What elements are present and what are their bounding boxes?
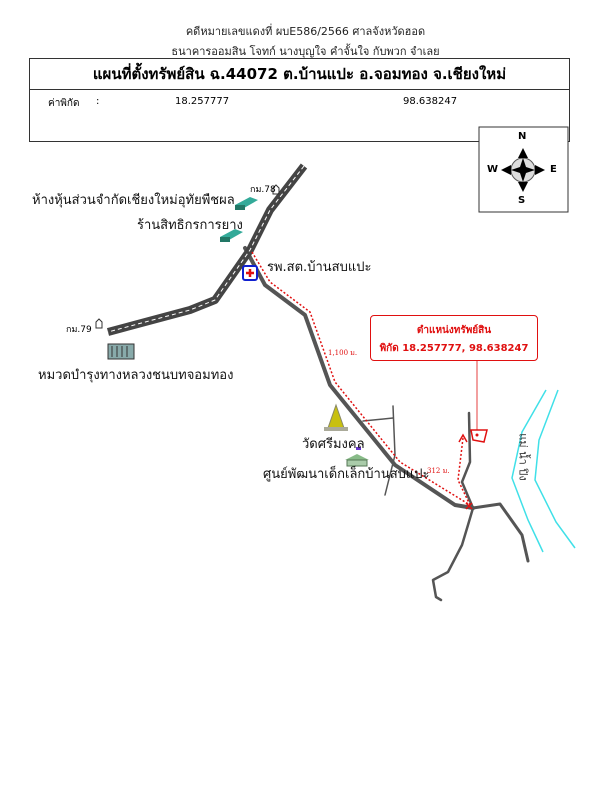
- hospital-icon: [242, 265, 258, 281]
- compass-s: S: [518, 195, 526, 206]
- local-roads: [243, 246, 530, 602]
- shop2-label: ร้านสิทธิกรการยาง: [137, 218, 243, 233]
- compass-e: E: [550, 164, 557, 175]
- warehouse-icon: [220, 229, 243, 242]
- highway: [106, 163, 308, 336]
- title-box: แผนที่ตั้งทรัพย์สิน ฉ.44072 ต.บ้านแปะ อ.…: [29, 58, 570, 142]
- childcare-label: ศูนย์พัฒนาเด็กเล็กบ้านสบแปะ: [263, 467, 430, 482]
- distance-2: 312 ม.: [427, 467, 450, 475]
- compass-rose-icon: [478, 126, 569, 213]
- river-label: แม่ น้ำ ปิง: [516, 433, 530, 481]
- page-title: แผนที่ตั้งทรัพย์สิน ฉ.44072 ต.บ้านแปะ อ.…: [30, 59, 569, 90]
- hospital-label: รพ.สต.บ้านสบแปะ: [267, 260, 372, 275]
- callout-coords: พิกัด 18.257777, 98.638247: [379, 343, 529, 354]
- coords-label: ค่าพิกัด: [48, 98, 80, 109]
- shop1-label: ห้างหุ้นส่วนจำกัดเชียงใหม่อุทัยพืชผล: [32, 193, 235, 208]
- km78-label: กม.78: [250, 185, 276, 195]
- river: [511, 389, 576, 553]
- coords-sep: :: [96, 96, 100, 107]
- highway-office-label: หมวดบำรุงทางหลวงชนบทจอมทอง: [38, 368, 234, 383]
- callout-title: ตำแหน่งทรัพย์สิน: [416, 325, 492, 336]
- temple-label: วัดศรีมงคล: [302, 437, 365, 452]
- longitude: 98.638247: [403, 96, 458, 107]
- distance-1: 1,100 ม.: [328, 349, 358, 357]
- property-callout: ตำแหน่งทรัพย์สิน พิกัด 18.257777, 98.638…: [370, 315, 538, 361]
- parties: ธนาคารออมสิน โจทก์ นางบุญใจ คำจั้นใจ กับ…: [171, 45, 440, 58]
- km-post-icon: [95, 318, 103, 329]
- temple-pagoda-icon: [324, 403, 348, 431]
- compass-w: W: [487, 164, 499, 175]
- compass-n: N: [518, 131, 527, 142]
- route-path: [251, 251, 471, 506]
- warehouse-icon: [235, 197, 258, 210]
- case-number: คดีหมายเลขแดงที่ ผบE586/2566 ศาลจังหวัดฮ…: [185, 25, 426, 38]
- property-marker-icon: [470, 429, 488, 443]
- km79-label: กม.79: [66, 325, 92, 335]
- school-icon: [345, 447, 369, 467]
- office-building-icon: [107, 343, 135, 360]
- km-post-icon: [272, 184, 280, 195]
- latitude: 18.257777: [175, 96, 230, 107]
